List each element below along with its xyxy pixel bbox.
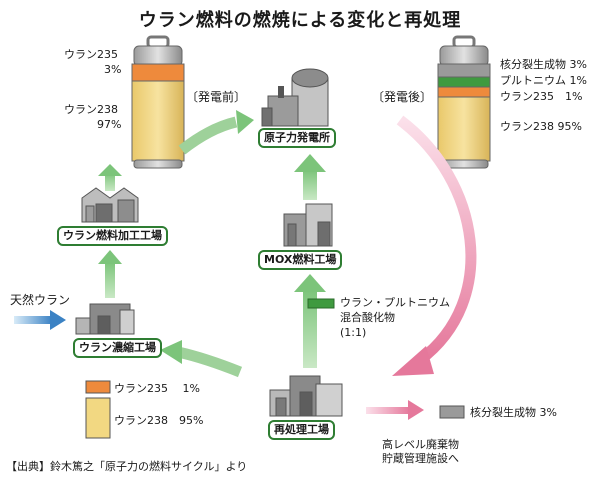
u235-swatch <box>85 380 111 394</box>
fuel-rod-after-icon <box>437 35 491 169</box>
fuel-fab-factory-icon <box>81 187 139 223</box>
reprocessing-plant-label: 再処理工場 <box>268 420 335 440</box>
fission-swatch <box>439 405 465 419</box>
natural-uranium-label: 天然ウラン <box>10 293 71 307</box>
power-plant-label: 原子力発電所 <box>258 128 336 148</box>
fission-products-label: 核分裂生成物 3% <box>470 406 557 419</box>
mox-note-line3: (1:1) <box>340 326 367 339</box>
after-label: 〔発電後〕 <box>372 90 433 104</box>
mox-plant-label: MOX燃料工場 <box>258 250 343 270</box>
arrow-fab-to-rod <box>98 164 122 191</box>
mox-note-line2: 混合酸化物 <box>340 311 395 324</box>
arrow-to-power-plant <box>178 110 254 155</box>
recovered-u235-label: ウラン235 1% <box>114 382 200 395</box>
before-label: 〔発電前〕 <box>186 90 247 104</box>
before-u235-name: ウラン235 <box>64 48 118 61</box>
mox-factory-icon <box>283 203 333 247</box>
enrichment-factory-icon <box>75 303 135 335</box>
recovered-u238-label: ウラン238 95% <box>114 414 204 427</box>
arrow-to-fission-products <box>366 400 424 420</box>
mox-legend-swatch <box>307 298 335 309</box>
after-item-plutonium: プルトニウム 1% <box>500 74 587 87</box>
waste-line2: 貯蔵管理施設へ <box>382 452 459 465</box>
arrow-reprocessing-to-mox <box>294 274 326 368</box>
waste-line1: 高レベル廃棄物 <box>382 438 459 451</box>
before-u238-pct: 97% <box>97 118 122 131</box>
u238-swatch <box>85 397 111 439</box>
fuel-rod-before-icon <box>131 35 185 169</box>
reprocessing-factory-icon <box>269 375 343 417</box>
arrow-mox-to-plant <box>294 154 326 200</box>
before-u238-name: ウラン238 <box>64 103 118 116</box>
arrow-plant-to-reprocessing <box>392 115 477 376</box>
arrow-natural-uranium <box>14 310 66 330</box>
after-item-u238: ウラン238 95% <box>500 120 582 133</box>
fuel-fab-label: ウラン燃料加工工場 <box>57 226 168 246</box>
source-credit: 【出典】鈴木篤之「原子力の燃料サイクル」より <box>6 460 248 473</box>
arrow-reprocessing-to-enrichment <box>160 340 243 378</box>
after-item-u235: ウラン235 1% <box>500 90 583 103</box>
after-item-fission: 核分裂生成物 3% <box>500 58 587 71</box>
arrow-enrichment-to-fab <box>98 250 122 298</box>
before-u235-pct: 3% <box>104 63 122 76</box>
enrichment-plant-label: ウラン濃縮工場 <box>73 338 162 358</box>
page-title: ウラン燃料の燃焼による変化と再処理 <box>138 10 462 31</box>
power-plant-icon <box>261 68 329 127</box>
mox-note-line1: ウラン・プルトニウム <box>340 296 450 309</box>
